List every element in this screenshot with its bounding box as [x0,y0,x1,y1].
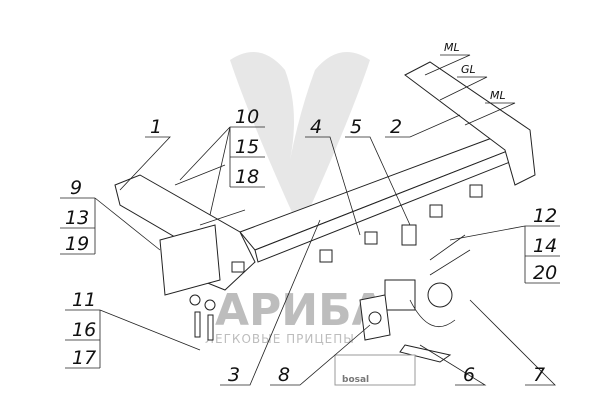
callout-19: 19 [65,233,89,255]
callout-5: 5 [350,116,362,138]
callout-13: 13 [65,207,89,229]
callout-15: 15 [235,136,259,158]
leader-lines [60,54,560,386]
watermark-logo [230,52,370,230]
plate-brand: bosal [342,375,369,385]
callout-gl: GL [461,63,476,76]
callout-8: 8 [278,364,290,386]
callout-6: 6 [463,364,475,386]
watermark-brand: АРИБА [215,285,386,336]
crossbeam [114,61,536,291]
callout-7: 7 [533,364,545,386]
callout-3: 3 [228,364,240,386]
callout-1: 1 [150,116,162,138]
callout-14: 14 [533,235,557,257]
callout-11: 11 [72,289,96,311]
callout-4: 4 [310,116,322,138]
callout-17: 17 [72,347,96,369]
watermark-subtitle: ЛЕГКОВЫЕ ПРИЦЕПЫ [205,332,355,346]
callout-ml-top: ML [444,41,460,54]
callout-18: 18 [235,166,259,188]
callout-ml-bottom: ML [490,89,506,102]
callout-16: 16 [72,319,96,341]
side-bracket [159,224,221,341]
callout-2: 2 [390,116,402,138]
id-plate: bosal [334,354,416,386]
callout-9: 9 [70,177,82,199]
bolts [174,164,471,276]
callout-10: 10 [235,106,259,128]
callout-12: 12 [533,205,557,227]
callout-20: 20 [533,262,557,284]
tow-ball-assembly [359,224,456,363]
